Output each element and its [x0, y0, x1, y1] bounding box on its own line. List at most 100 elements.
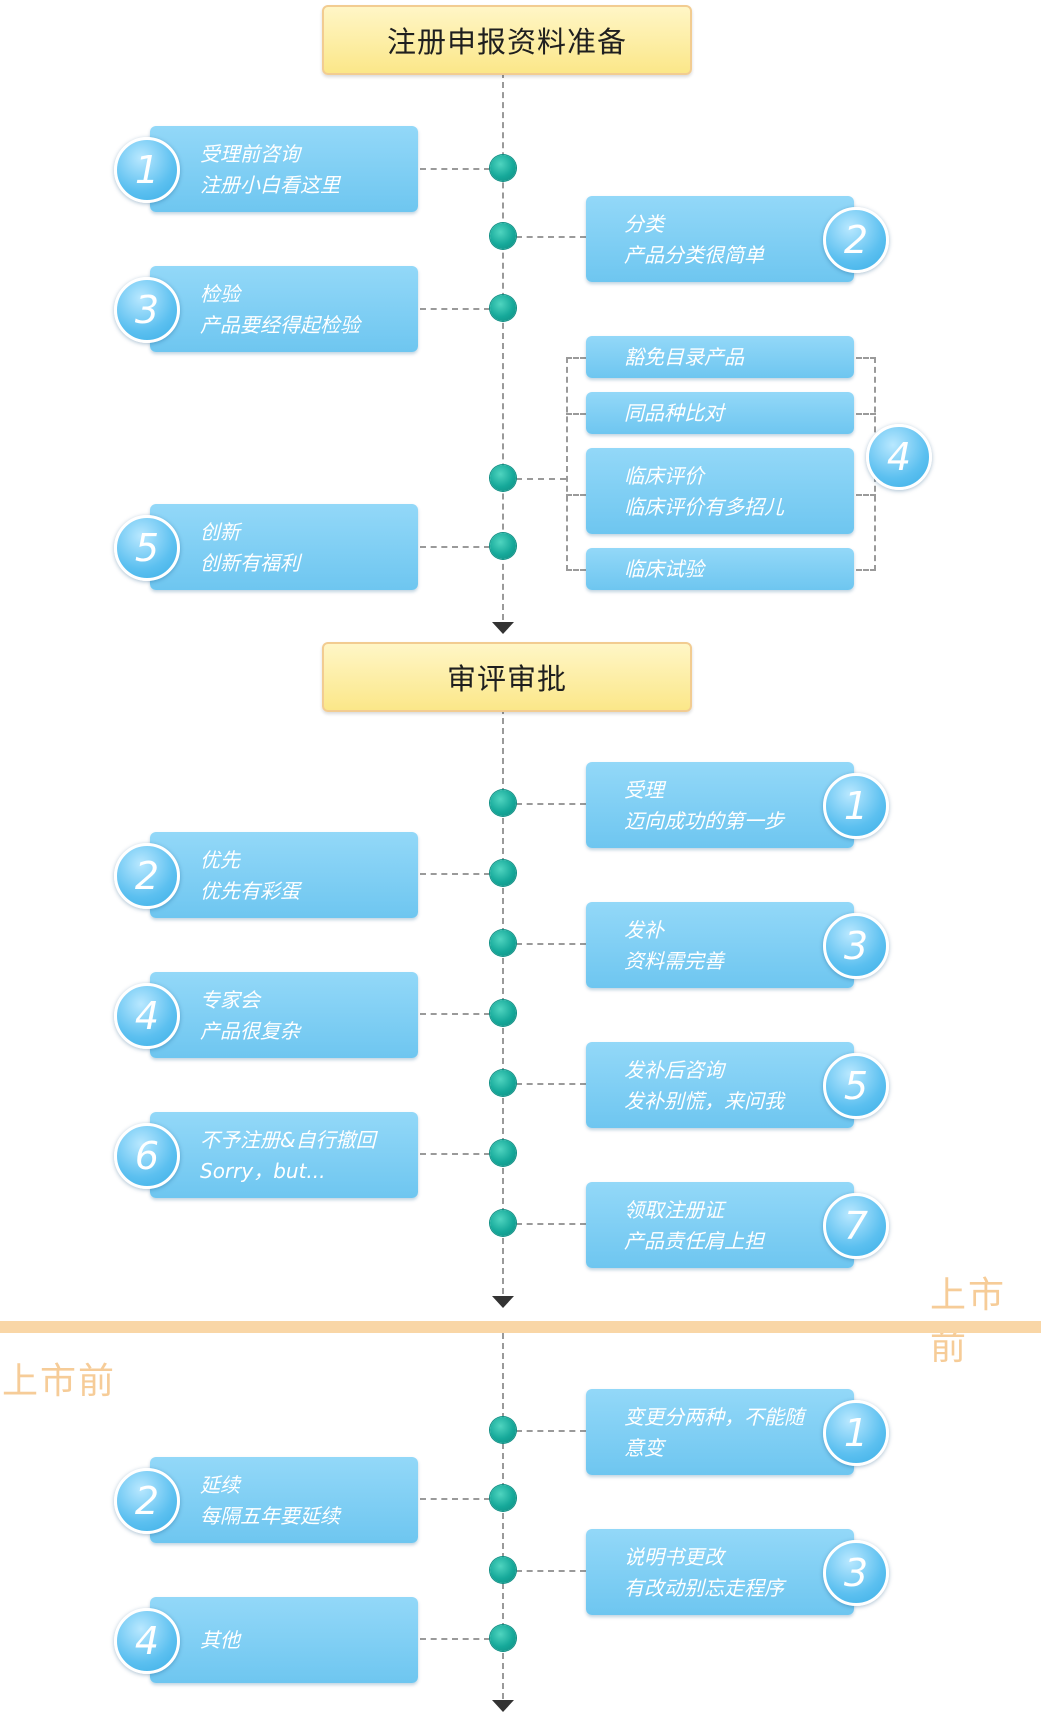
step-subtitle: 创新有福利: [200, 551, 300, 575]
step-number-badge: 2: [823, 207, 889, 273]
step-number-badge: 5: [823, 1053, 889, 1119]
step-title: 创新: [200, 520, 240, 544]
connector-line: [420, 1498, 490, 1500]
review-step-3[interactable]: 发补 资料需完善: [586, 902, 854, 988]
step-subtitle: 产品责任肩上担: [624, 1229, 764, 1253]
timeline-node: [490, 465, 516, 491]
prep-step-4-item[interactable]: 临床评价 临床评价有多招儿: [586, 448, 854, 534]
prep-step-4-item[interactable]: 临床试验: [586, 548, 854, 590]
step-number-badge: 1: [823, 773, 889, 839]
timeline-node: [490, 930, 516, 956]
step-number-badge: 4: [114, 1608, 180, 1674]
arrow-down-icon: [492, 1296, 514, 1308]
review-step-4[interactable]: 专家会 产品很复杂: [150, 972, 418, 1058]
timeline-node: [490, 1417, 516, 1443]
market-divider: [0, 1321, 1041, 1333]
post-step-2[interactable]: 延续 每隔五年要延续: [150, 1457, 418, 1543]
market-label-below: 上市前: [2, 1361, 117, 1402]
step-title: 发补后咨询: [624, 1058, 724, 1082]
step-number-badge: 3: [114, 277, 180, 343]
step-subtitle: 发补别慌，来问我: [624, 1089, 784, 1113]
connector-line: [420, 1638, 490, 1640]
section-header-review: 审评审批: [322, 642, 692, 712]
review-step-7[interactable]: 领取注册证 产品责任肩上担: [586, 1182, 854, 1268]
timeline-node: [490, 155, 516, 181]
review-step-1[interactable]: 受理 迈向成功的第一步: [586, 762, 854, 848]
connector-line: [516, 1430, 586, 1432]
step-subtitle: 优先有彩蛋: [200, 879, 300, 903]
step-subtitle: Sorry，but...: [200, 1159, 326, 1183]
timeline-node: [490, 1000, 516, 1026]
timeline-node: [490, 1485, 516, 1511]
connector-line: [856, 494, 876, 496]
connector-line: [516, 1083, 586, 1085]
timeline-node: [490, 223, 516, 249]
step-title: 专家会: [200, 988, 260, 1012]
step-subtitle: 有改动别忘走程序: [624, 1576, 784, 1600]
timeline-node: [490, 1140, 516, 1166]
step-title: 检验: [200, 282, 240, 306]
timeline-node: [490, 533, 516, 559]
step-number-badge: 5: [114, 515, 180, 581]
connector-line: [420, 1013, 490, 1015]
connector-line: [420, 546, 490, 548]
timeline-node: [490, 295, 516, 321]
review-step-2[interactable]: 优先 优先有彩蛋: [150, 832, 418, 918]
step-subtitle: 意变: [624, 1436, 664, 1460]
connector-line: [420, 168, 490, 170]
post-step-4[interactable]: 其他: [150, 1597, 418, 1683]
connector-line: [420, 1153, 490, 1155]
step-subtitle: 产品分类很简单: [624, 243, 764, 267]
step-number-badge: 4: [866, 424, 932, 490]
step-title: 受理: [624, 778, 664, 802]
connector-line: [566, 413, 586, 415]
review-step-5[interactable]: 发补后咨询 发补别慌，来问我: [586, 1042, 854, 1128]
step-subtitle: 迈向成功的第一步: [624, 809, 784, 833]
arrow-down-icon: [492, 622, 514, 634]
review-step-6[interactable]: 不予注册&自行撤回 Sorry，but...: [150, 1112, 418, 1198]
step-subtitle: 产品要经得起检验: [200, 313, 360, 337]
timeline-node: [490, 1557, 516, 1583]
step-number-badge: 6: [114, 1123, 180, 1189]
prep-step-5[interactable]: 创新 创新有福利: [150, 504, 418, 590]
connector-line: [420, 873, 490, 875]
post-step-3[interactable]: 说明书更改 有改动别忘走程序: [586, 1529, 854, 1615]
step-title: 领取注册证: [624, 1198, 724, 1222]
prep-step-4-item[interactable]: 同品种比对: [586, 392, 854, 434]
step-title: 变更分两种，不能随: [624, 1405, 804, 1429]
post-step-1[interactable]: 变更分两种，不能随 意变: [586, 1389, 854, 1475]
step-number-badge: 3: [823, 913, 889, 979]
connector-line: [516, 1570, 586, 1572]
step-title: 临床评价: [624, 464, 704, 488]
connector-line: [516, 478, 566, 480]
step-subtitle: 每隔五年要延续: [200, 1504, 340, 1528]
step-subtitle: 临床评价有多招儿: [624, 495, 784, 519]
connector-line: [516, 943, 586, 945]
connector-line: [516, 236, 586, 238]
timeline-spine-post: [502, 1333, 504, 1699]
prep-step-3[interactable]: 检验 产品要经得起检验: [150, 266, 418, 352]
step-title: 其他: [200, 1628, 240, 1652]
prep-step-2[interactable]: 分类 产品分类很简单: [586, 196, 854, 282]
step-number-badge: 7: [823, 1193, 889, 1259]
step-title: 优先: [200, 848, 240, 872]
step-title: 延续: [200, 1473, 240, 1497]
connector-line: [856, 413, 876, 415]
timeline-node: [490, 790, 516, 816]
step-number-badge: 1: [114, 137, 180, 203]
prep-step-1[interactable]: 受理前咨询 注册小白看这里: [150, 126, 418, 212]
section-title: 审评审批: [446, 662, 567, 696]
timeline-spine-prep: [502, 72, 504, 620]
step-title: 分类: [624, 212, 664, 236]
step-number-badge: 1: [823, 1400, 889, 1466]
step-title: 说明书更改: [624, 1545, 724, 1569]
prep-step-4-item[interactable]: 豁免目录产品: [586, 336, 854, 378]
step-title: 受理前咨询: [200, 142, 300, 166]
step-subtitle: 产品很复杂: [200, 1019, 300, 1043]
timeline-node: [490, 1210, 516, 1236]
timeline-node: [490, 1070, 516, 1096]
arrow-down-icon: [492, 1700, 514, 1712]
timeline-node: [490, 1625, 516, 1651]
step-title: 不予注册&自行撤回: [200, 1128, 376, 1152]
connector-line: [566, 494, 586, 496]
